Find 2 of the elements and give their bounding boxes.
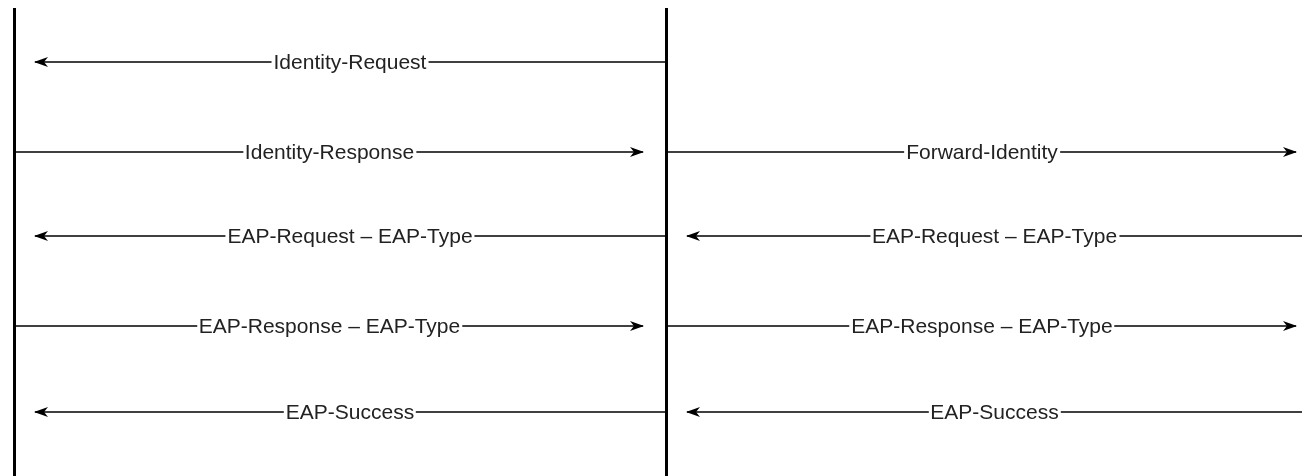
- lifeline: [665, 8, 668, 476]
- lifeline: [13, 8, 16, 476]
